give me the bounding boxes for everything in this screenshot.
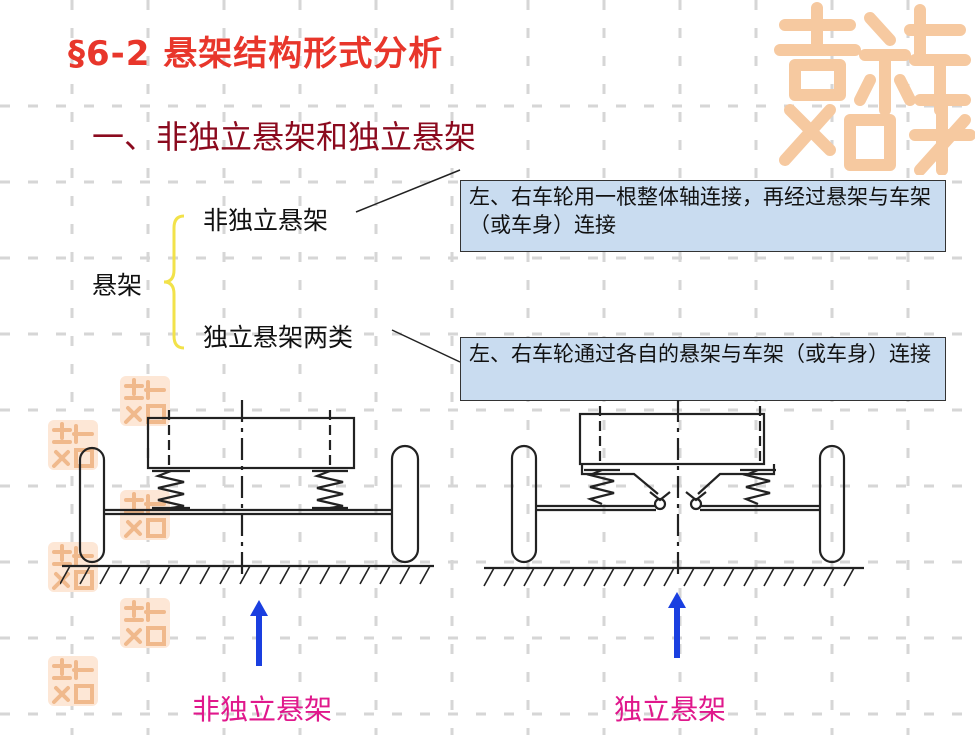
brace-root-label: 悬架 bbox=[92, 271, 143, 300]
watermark-stamp-2 bbox=[48, 420, 98, 470]
branch-independent-label: 独立悬架两类 bbox=[203, 323, 354, 352]
watermark-stamp-1 bbox=[120, 376, 170, 426]
arrow-up-icon-right bbox=[668, 592, 686, 658]
callout-dependent: 左、右车轮用一根整体轴连接，再经过悬架与车架（或车身）连接 bbox=[460, 180, 946, 252]
callout-independent: 左、右车轮通过各自的悬架与车架（或车身）连接 bbox=[460, 337, 946, 401]
caption-independent: 独立悬架 bbox=[614, 693, 727, 726]
caption-dependent: 非独立悬架 bbox=[192, 693, 333, 726]
page-title: §6-2 悬架结构形式分析 bbox=[68, 34, 444, 74]
dependent-suspension-diagram bbox=[60, 400, 434, 585]
curly-brace bbox=[163, 214, 185, 350]
watermark-stamp-6 bbox=[48, 656, 98, 706]
section-subtitle: 一、非独立悬架和独立悬架 bbox=[92, 118, 477, 156]
watermark-stamp-5 bbox=[120, 598, 170, 648]
branch-dependent-label: 非独立悬架 bbox=[203, 206, 329, 235]
arrow-up-icon-left bbox=[250, 600, 268, 666]
watermark-seal-large bbox=[774, 2, 975, 175]
independent-suspension-diagram bbox=[483, 400, 864, 587]
